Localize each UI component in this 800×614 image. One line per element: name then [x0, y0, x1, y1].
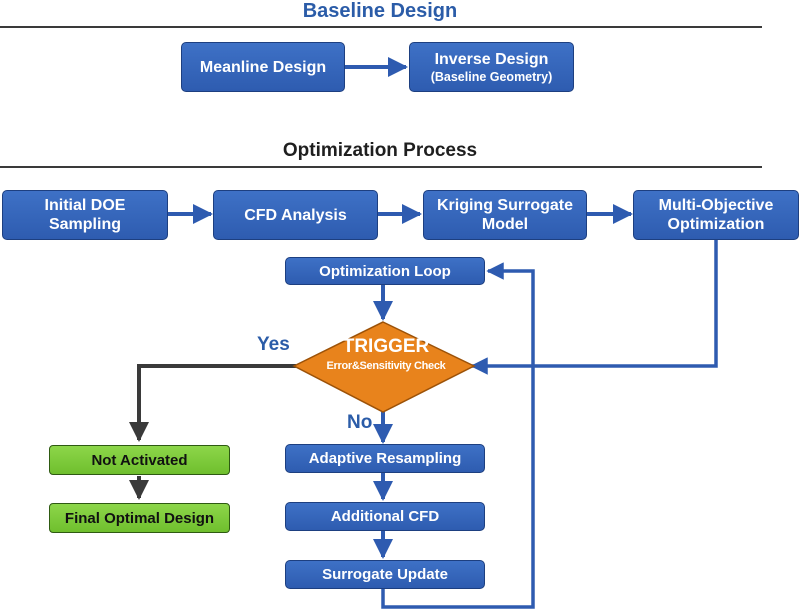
- adaptive-resampling-label: Adaptive Resampling: [308, 450, 462, 467]
- multi-objective-line1: Multi-Objective: [658, 197, 774, 214]
- trigger-diamond: [292, 321, 476, 413]
- optimization-loop-label: Optimization Loop: [319, 262, 451, 280]
- multi-objective-line2: Optimization: [667, 216, 765, 233]
- optimization-process-heading: Optimization Process: [282, 140, 478, 161]
- surrogate-update-label: Surrogate Update: [322, 566, 448, 583]
- no-label: No: [347, 412, 373, 433]
- final-optimal-design-box: Final Optimal Design: [49, 503, 230, 533]
- not-activated-box: Not Activated: [49, 445, 230, 475]
- arrow-update-feedback-to-loop: [381, 262, 535, 609]
- initial-doe-line2: Sampling: [48, 216, 121, 233]
- optimization-rule: [0, 166, 762, 168]
- meanline-design-label: Meanline Design: [199, 58, 327, 76]
- surrogate-update-box: Surrogate Update: [285, 560, 485, 589]
- initial-doe-line1: Initial DOE: [44, 197, 126, 214]
- inverse-design-label: Inverse Design: [434, 50, 549, 68]
- arrow-multiobj-to-trigger: [470, 240, 718, 375]
- trigger-subtitle: Error&Sensitivity Check: [326, 360, 446, 372]
- additional-cfd-label: Additional CFD: [330, 508, 440, 525]
- arrow-trigger-yes-to-not-activated: [129, 364, 296, 442]
- multi-objective-optimization-box: Multi-Objective Optimization: [633, 190, 799, 240]
- yes-label: Yes: [257, 334, 290, 355]
- additional-cfd-box: Additional CFD: [285, 502, 485, 531]
- baseline-rule: [0, 26, 762, 28]
- final-optimal-design-label: Final Optimal Design: [64, 509, 215, 527]
- kriging-line1: Kriging Surrogate: [436, 197, 573, 214]
- kriging-surrogate-box: Kriging Surrogate Model: [423, 190, 587, 240]
- cfd-analysis-box: CFD Analysis: [213, 190, 378, 240]
- inverse-design-sublabel: (Baseline Geometry): [430, 69, 553, 84]
- kriging-line2: Model: [481, 216, 529, 233]
- optimization-loop-box: Optimization Loop: [285, 257, 485, 285]
- meanline-design-box: Meanline Design: [181, 42, 345, 92]
- initial-doe-sampling-box: Initial DOE Sampling: [2, 190, 168, 240]
- inverse-design-box: Inverse Design (Baseline Geometry): [409, 42, 574, 92]
- trigger-title: TRIGGER: [342, 336, 430, 357]
- not-activated-label: Not Activated: [91, 451, 188, 469]
- cfd-analysis-label: CFD Analysis: [244, 206, 347, 224]
- baseline-design-heading: Baseline Design: [302, 0, 458, 22]
- adaptive-resampling-box: Adaptive Resampling: [285, 444, 485, 473]
